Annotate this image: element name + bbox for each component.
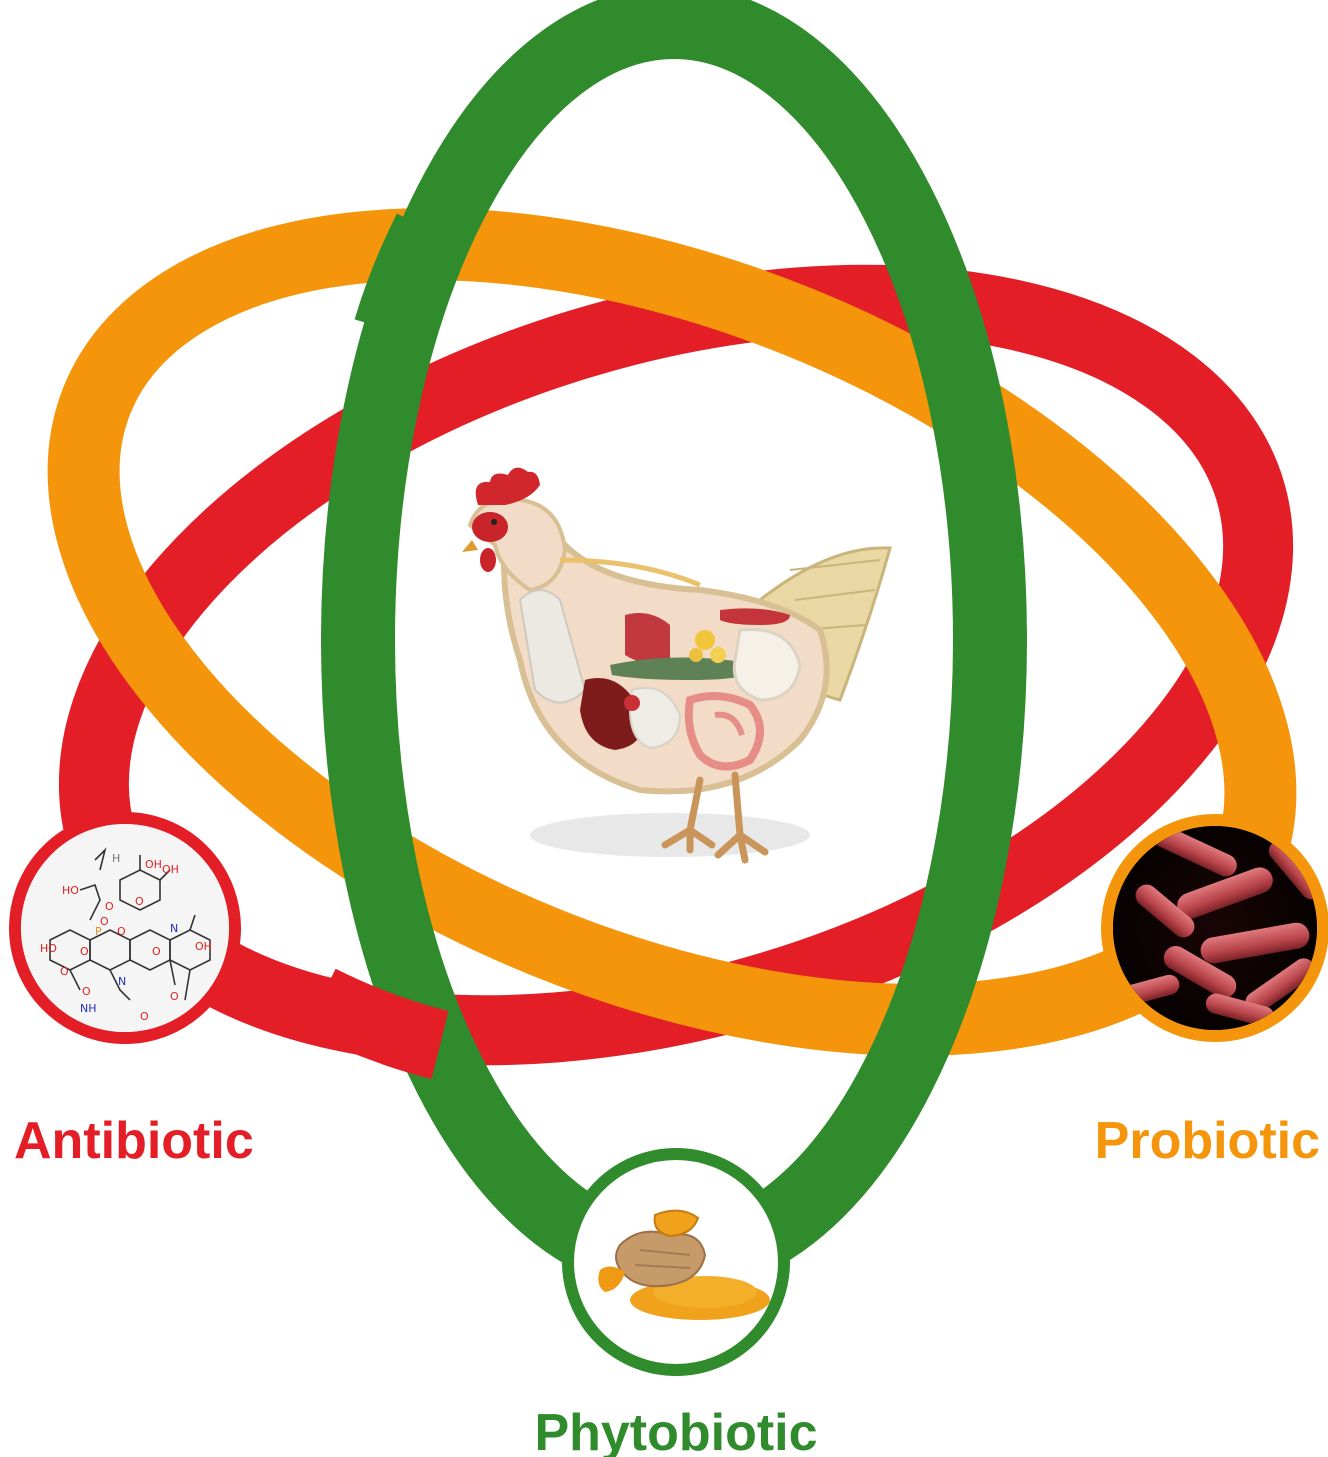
svg-text:OH: OH bbox=[145, 858, 162, 871]
antibiotic-node: HOOO OHOHO HOOO OHOO OOO P N N NH H bbox=[15, 818, 235, 1038]
phytobiotic-node bbox=[568, 1154, 784, 1370]
svg-text:NH: NH bbox=[80, 1002, 97, 1015]
svg-text:HO: HO bbox=[62, 884, 79, 897]
svg-text:O: O bbox=[60, 965, 69, 978]
antibiotic-label: Antibiotic bbox=[14, 1112, 254, 1170]
svg-text:O: O bbox=[117, 925, 126, 938]
svg-text:OH: OH bbox=[195, 940, 212, 953]
svg-text:O: O bbox=[152, 945, 161, 958]
orbit-weave-red bbox=[320, 1000, 440, 1045]
orbit-weave-green bbox=[390, 230, 430, 330]
svg-text:N: N bbox=[170, 922, 178, 935]
svg-text:O: O bbox=[140, 1010, 149, 1023]
phytobiotic-label: Phytobiotic bbox=[534, 1404, 817, 1457]
probiotic-node bbox=[1105, 818, 1325, 1038]
chicken-anatomy-icon bbox=[462, 468, 890, 860]
svg-text:HO: HO bbox=[40, 942, 57, 955]
svg-text:O: O bbox=[170, 990, 179, 1003]
svg-text:N: N bbox=[118, 975, 126, 988]
svg-text:O: O bbox=[82, 985, 91, 998]
probiotic-label: Probiotic bbox=[1095, 1112, 1320, 1170]
svg-text:OH: OH bbox=[162, 863, 179, 876]
svg-text:O: O bbox=[80, 945, 89, 958]
svg-text:P: P bbox=[95, 925, 102, 938]
svg-text:O: O bbox=[105, 900, 114, 913]
svg-text:O: O bbox=[135, 895, 144, 908]
svg-text:H: H bbox=[112, 852, 120, 865]
